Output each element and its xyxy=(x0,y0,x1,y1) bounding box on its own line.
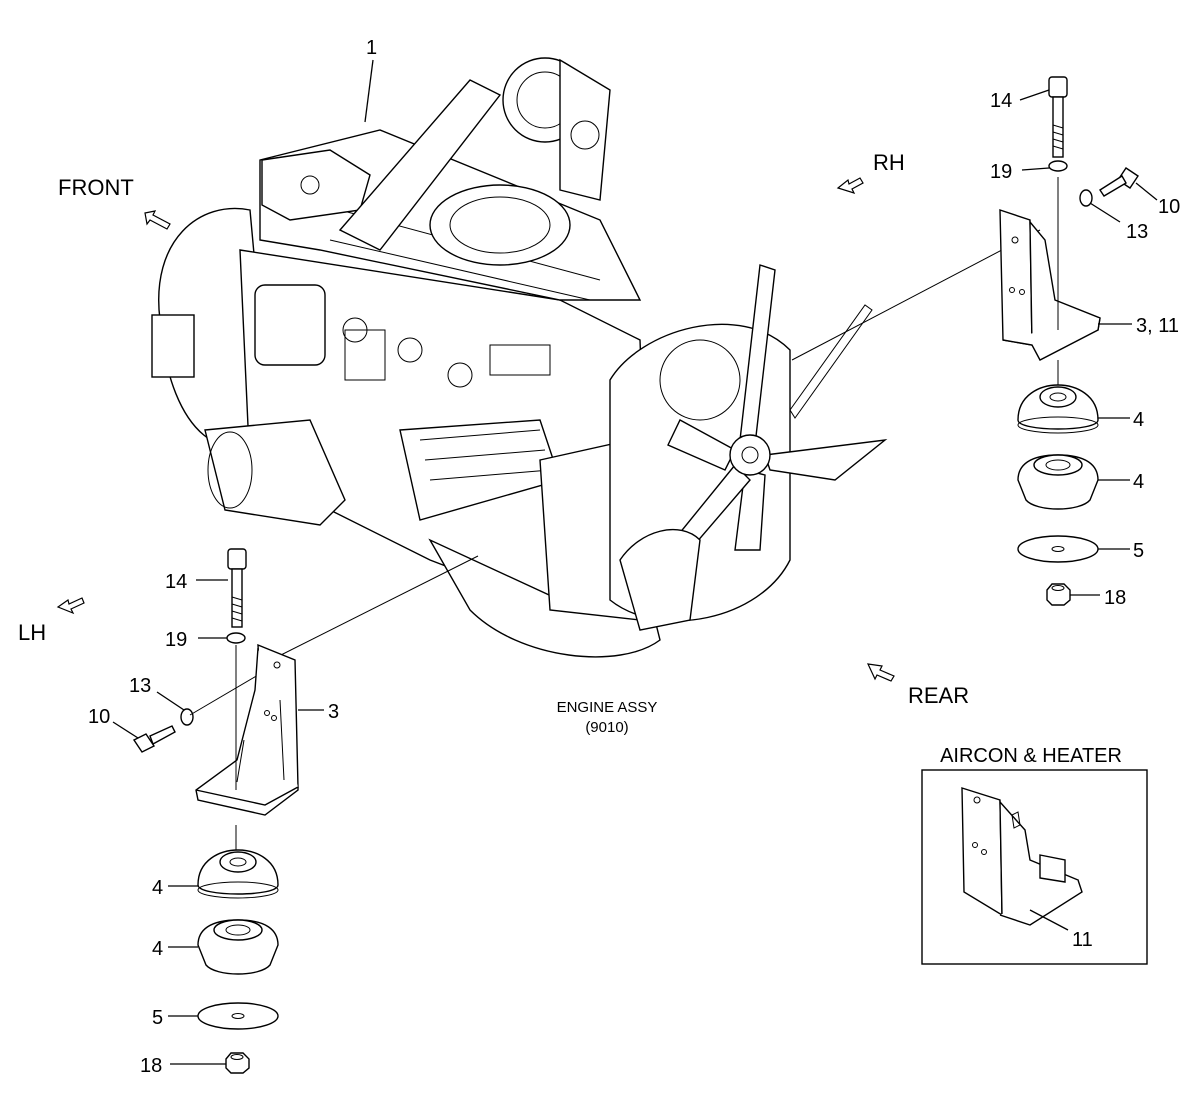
rh-nut-18 xyxy=(1046,583,1071,606)
engine-assy-code: (9010) xyxy=(585,719,628,736)
rh-rubber-mount-4-lower xyxy=(1017,454,1099,510)
callout-lh-5: 5 xyxy=(152,1007,163,1029)
callout-rh-13: 13 xyxy=(1126,221,1148,243)
callout-rh-4-lower: 4 xyxy=(1133,471,1144,493)
inset-callout-11: 11 xyxy=(1072,929,1093,951)
callout-lh-4-lower: 4 xyxy=(152,938,163,960)
callout-lh-18: 18 xyxy=(140,1055,162,1077)
rear-arrow-icon xyxy=(866,663,895,682)
callout-lh-3: 3 xyxy=(328,701,339,723)
rh-washer-13 xyxy=(1079,189,1093,207)
aircon-heater-inset: AIRCON & HEATER 11 xyxy=(921,745,1148,965)
inset-title: AIRCON & HEATER xyxy=(940,745,1122,767)
front-direction-label: FRONT xyxy=(58,175,134,200)
rh-bolt-10 xyxy=(1099,167,1139,197)
callout-1: 1 xyxy=(366,37,377,59)
lh-bracket-leader-line xyxy=(264,555,479,664)
callout-lh-10: 10 xyxy=(88,706,110,728)
rh-plate-5 xyxy=(1017,535,1099,563)
lh-direction-label: LH xyxy=(18,620,46,645)
lh-nut-18 xyxy=(225,1052,250,1074)
rh-bolt-14 xyxy=(1048,76,1068,158)
callout-lh-14: 14 xyxy=(165,571,187,593)
front-arrow-icon xyxy=(144,210,171,230)
callout-rh-14: 14 xyxy=(990,90,1012,112)
inset-bracket-11 xyxy=(961,787,1083,926)
lh-plate-5 xyxy=(197,1002,279,1030)
callout-rh-10: 10 xyxy=(1158,196,1180,218)
callout-lh-13: 13 xyxy=(129,675,151,697)
lh-bolt-10 xyxy=(132,725,176,753)
rh-direction-label: RH xyxy=(873,150,905,175)
lh-bracket-3 xyxy=(195,643,299,816)
lh-arrow-icon xyxy=(56,597,85,615)
lh-mount-stack: 14 19 13 10 3 xyxy=(88,548,339,1077)
rh-bracket-leader-line xyxy=(791,229,1041,361)
rh-washer-19 xyxy=(1048,160,1068,172)
engine-assy-title: ENGINE ASSY xyxy=(557,699,658,716)
lh-bolt-14 xyxy=(227,548,247,628)
callout-lh-4-upper: 4 xyxy=(152,877,163,899)
rh-arrow-icon xyxy=(836,177,864,194)
lh-washer-19 xyxy=(226,632,246,644)
callout-rh-4-upper: 4 xyxy=(1133,409,1144,431)
rh-rubber-mount-4-upper xyxy=(1017,384,1099,434)
rh-bracket-3-11 xyxy=(999,177,1101,361)
lh-rubber-mount-4-lower xyxy=(197,919,279,975)
callout-rh-3-11: 3, 11 xyxy=(1136,315,1179,337)
callout-lh-19: 19 xyxy=(165,629,187,651)
callout-rh-18: 18 xyxy=(1104,587,1126,609)
callout-rh-5: 5 xyxy=(1133,540,1144,562)
callout-rh-19: 19 xyxy=(990,161,1012,183)
rear-direction-label: REAR xyxy=(908,683,969,708)
lh-rubber-mount-4-upper xyxy=(197,849,279,899)
engine-assembly-drawing xyxy=(151,57,888,658)
rh-mount-stack: 14 19 10 13 3, 11 xyxy=(990,76,1180,609)
lh-washer-13 xyxy=(180,708,194,726)
